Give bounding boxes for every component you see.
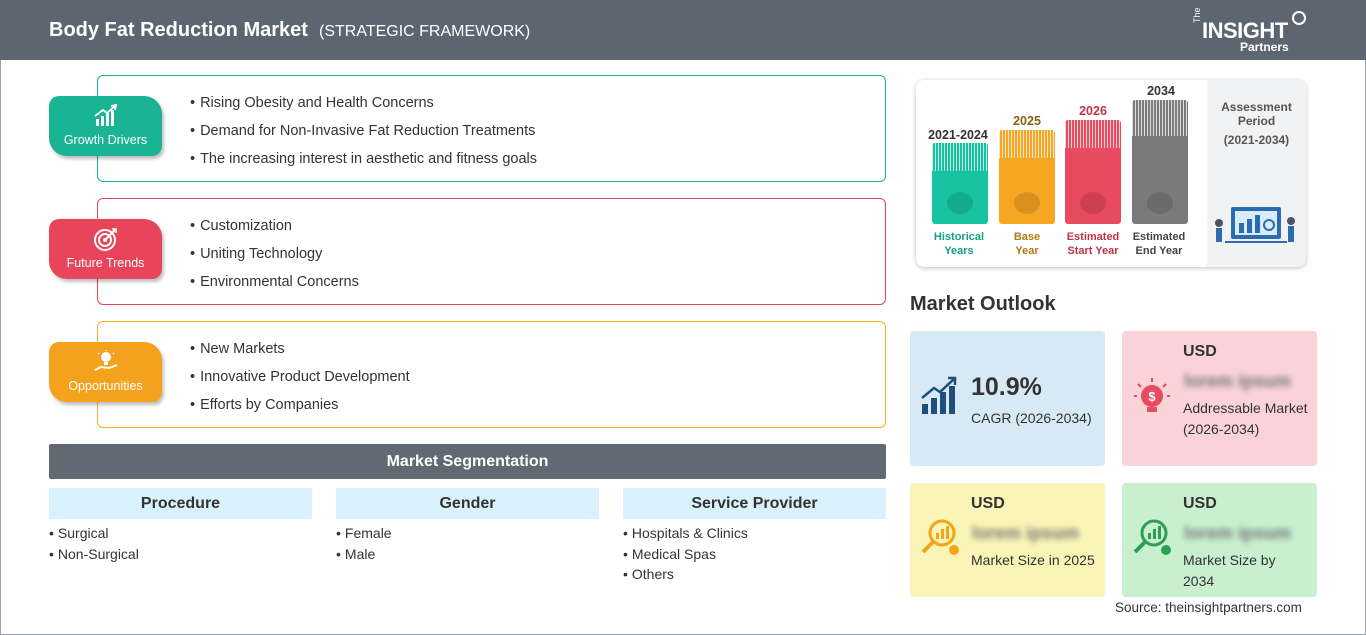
segment-gender: Gender Female Male: [336, 488, 599, 566]
timeline-year: 2034: [1147, 84, 1175, 98]
growth-drivers-box: Rising Obesity and Health Concerns Deman…: [97, 75, 886, 182]
list-item: Male: [336, 546, 599, 567]
timeline-bar-end: [1132, 100, 1188, 224]
market-segmentation-header: Market Segmentation: [49, 444, 886, 479]
timeline-bar-historical: [932, 143, 988, 224]
list-item: Demand for Non-Invasive Fat Reduction Tr…: [190, 123, 537, 151]
list-item: Customization: [190, 218, 359, 246]
logo-partners: Partners: [1240, 40, 1289, 54]
cagr-label: CAGR (2026-2034): [971, 410, 1092, 426]
addressable-market-card: $ USD lorem ipsum Addressable Market (20…: [1122, 331, 1317, 466]
growth-drivers-label: Growth Drivers: [63, 133, 148, 147]
timeline-label-line2: Years: [944, 245, 974, 257]
timeline-year: 2021-2024: [928, 128, 988, 142]
timeline-label-line1: Estimated: [1132, 231, 1186, 243]
presentation-icon: [1147, 192, 1173, 214]
segment-heading: Gender: [336, 488, 599, 519]
usd-label: USD: [1183, 343, 1217, 360]
segment-service-provider: Service Provider Hospitals & Clinics Med…: [623, 488, 886, 587]
list-item: Rising Obesity and Health Concerns: [190, 95, 537, 123]
list-item: Innovative Product Development: [190, 369, 410, 397]
usd-label: USD: [1183, 495, 1217, 512]
assessment-title: Assessment Period: [1221, 100, 1292, 128]
growth-drivers-list: Rising Obesity and Health Concerns Deman…: [190, 95, 537, 179]
growth-chart-icon: [921, 376, 957, 414]
lightbulb-hand-icon: [94, 350, 118, 371]
timeline-bar-base: [999, 130, 1055, 224]
market-size-2025-card: USD lorem ipsum Market Size in 2025: [910, 483, 1105, 597]
usd-label: USD: [971, 495, 1005, 512]
market-size-2025-label: Market Size in 2025: [971, 552, 1095, 568]
growth-drivers-tag: Growth Drivers: [49, 96, 162, 156]
list-item: Medical Spas: [623, 546, 886, 567]
analytics-people-icon: [1215, 207, 1295, 243]
cagr-value: 10.9%: [971, 373, 1042, 401]
future-trends-label: Future Trends: [66, 256, 145, 270]
page-header: Body Fat Reduction Market (STRATEGIC FRA…: [0, 0, 1366, 60]
magnifier-chart-icon: [921, 519, 959, 555]
timeline-bar-start: [1065, 120, 1121, 224]
addressable-market-label: Addressable Market (2026-2034): [1183, 400, 1308, 437]
timeline-label-line2: Start Year: [1067, 245, 1119, 257]
timeline-label-line1: Estimated: [1066, 231, 1120, 243]
list-item: Female: [336, 525, 599, 546]
assessment-period-panel: Assessment Period (2021-2034): [1207, 80, 1306, 267]
opportunities-box: New Markets Innovative Product Developme…: [97, 321, 886, 428]
timeline-year: 2025: [1013, 114, 1041, 128]
growth-chart-icon: [94, 104, 118, 126]
opportunities-label: Opportunities: [68, 379, 143, 393]
future-trends-list: Customization Uniting Technology Environ…: [190, 218, 359, 302]
segment-procedure: Procedure Surgical Non-Surgical: [49, 488, 312, 566]
segment-heading: Service Provider: [623, 488, 886, 519]
logo-insight: INSIGHT: [1202, 18, 1288, 43]
svg-text:$: $: [1148, 389, 1156, 404]
market-outlook-title: Market Outlook: [910, 293, 1056, 315]
future-trends-tag: Future Trends: [49, 219, 162, 279]
list-item: New Markets: [190, 341, 410, 369]
timeline-label-line1: Historical: [933, 231, 985, 243]
lightbulb-dollar-icon: $: [1134, 378, 1170, 412]
opportunities-tag: Opportunities: [49, 342, 162, 402]
list-item: Environmental Concerns: [190, 274, 359, 302]
list-item: Hospitals & Clinics: [623, 525, 886, 546]
list-item: Non-Surgical: [49, 546, 312, 567]
calendar-icon: [1014, 192, 1040, 214]
list-item: Surgical: [49, 525, 312, 546]
segment-heading: Procedure: [49, 488, 312, 519]
page-subtitle: (STRATEGIC FRAMEWORK): [319, 23, 531, 40]
source-note: Source: theinsightpartners.com: [1115, 600, 1302, 615]
magnifier-chart-icon: [1133, 519, 1171, 555]
logo-the: The: [1192, 7, 1202, 23]
assessment-period: (2021-2034): [1223, 133, 1290, 147]
market-size-2034-label: Market Size by 2034: [1183, 552, 1276, 589]
list-item: Others: [623, 566, 886, 587]
redacted-value: lorem ipsum: [972, 523, 1080, 543]
market-size-2034-card: USD lorem ipsum Market Size by 2034: [1122, 483, 1317, 597]
list-item: Efforts by Companies: [190, 397, 410, 425]
redacted-value: lorem ipsum: [1184, 523, 1292, 543]
timeline-label-line2: End Year: [1135, 245, 1183, 257]
target-icon: [94, 228, 117, 251]
cagr-card: 10.9% CAGR (2026-2034): [910, 331, 1105, 466]
logo-ring-icon: [1292, 11, 1306, 25]
timeline-label-line2: Year: [1015, 245, 1039, 257]
gear-chart-icon: [1080, 192, 1106, 214]
list-item: Uniting Technology: [190, 246, 359, 274]
insight-partners-logo[interactable]: The INSIGHT Partners: [1188, 7, 1318, 54]
redacted-value: lorem ipsum: [1184, 371, 1292, 391]
list-item: The increasing interest in aesthetic and…: [190, 151, 537, 179]
timeline-label-line1: Base: [1013, 231, 1041, 243]
page-title: Body Fat Reduction Market: [49, 19, 308, 41]
future-trends-box: Customization Uniting Technology Environ…: [97, 198, 886, 305]
timeline-year: 2026: [1079, 104, 1107, 118]
history-icon: [947, 192, 973, 214]
opportunities-list: New Markets Innovative Product Developme…: [190, 341, 410, 425]
